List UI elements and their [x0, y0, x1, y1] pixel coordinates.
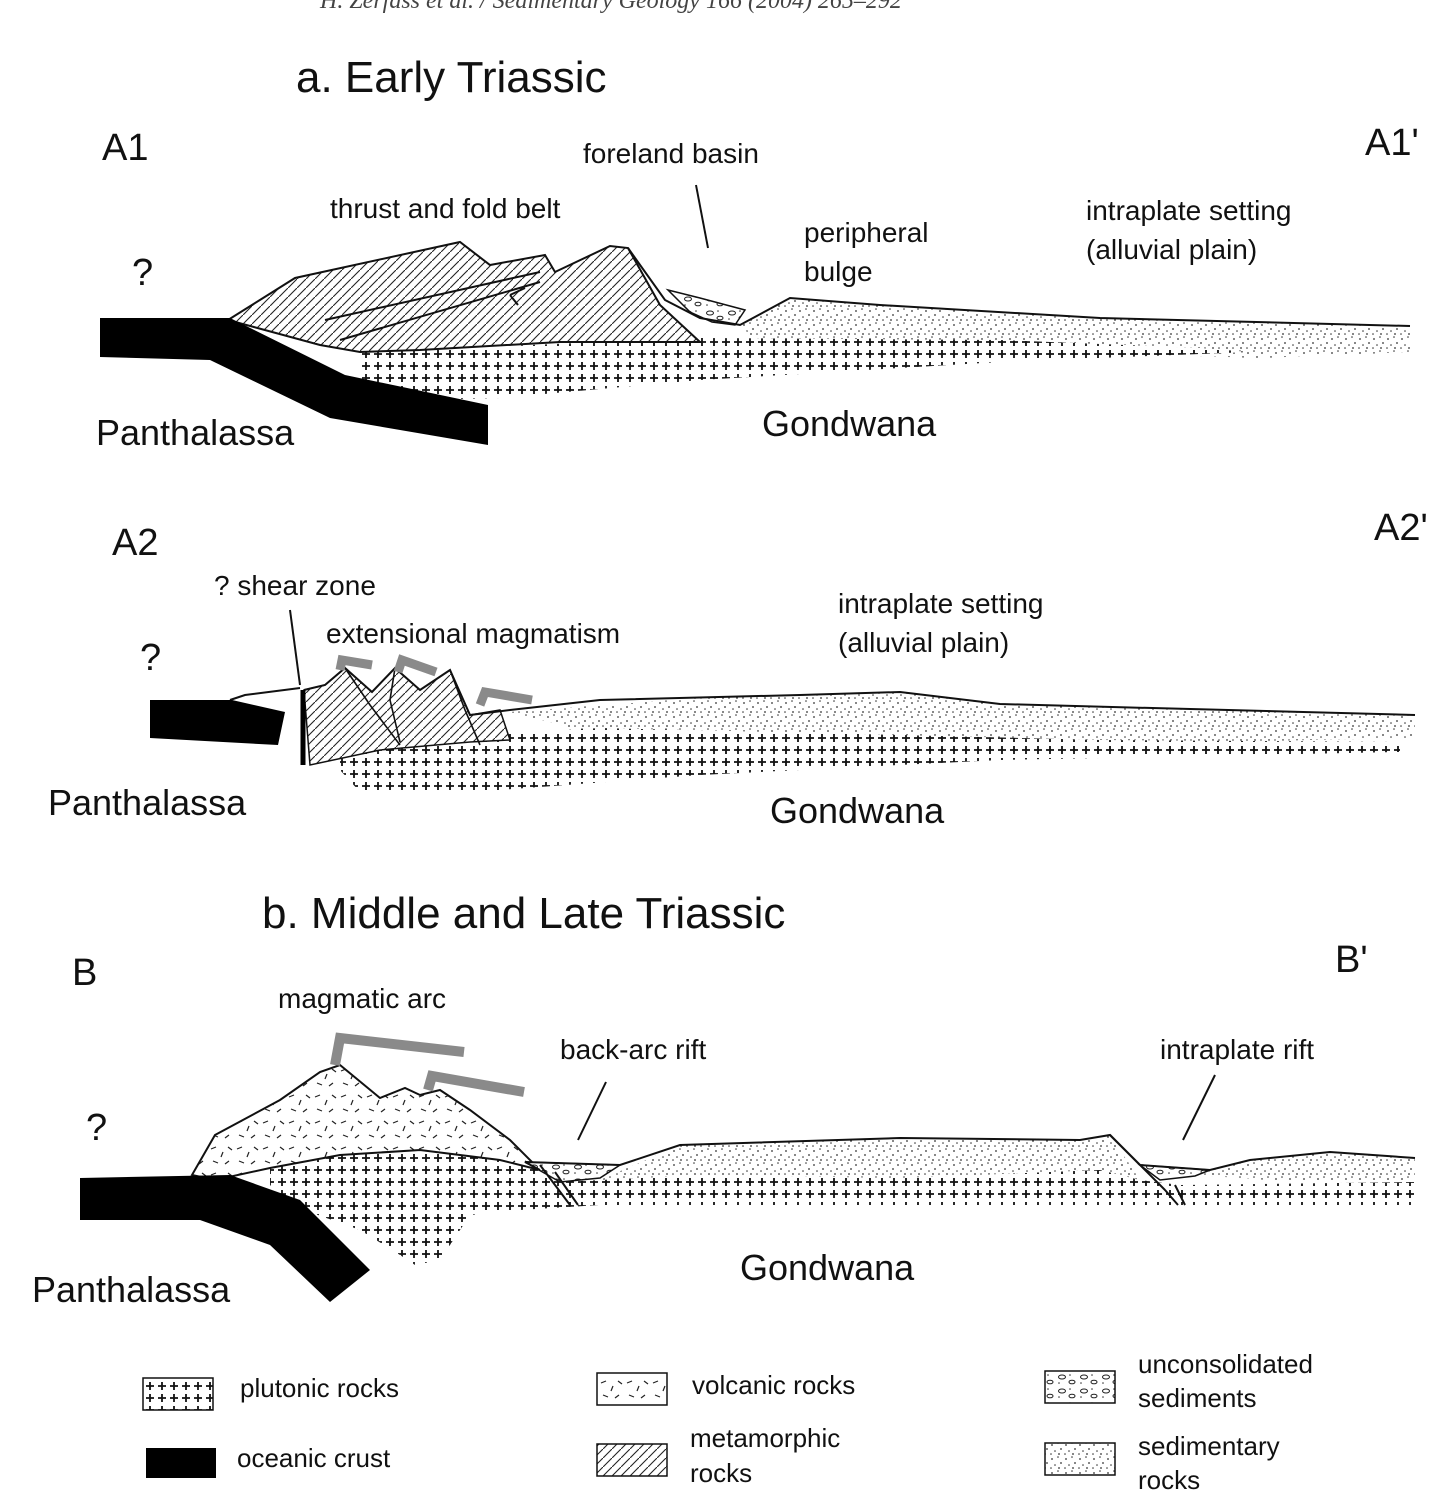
- section-a2: A2 A2' ? ? shear zone extensional magmat…: [48, 507, 1428, 831]
- b-backarc-label: back-arc rift: [560, 1034, 706, 1065]
- legend-swatch-oceanic: [146, 1448, 216, 1478]
- running-header: H. Zerfass et al. / Sedimentary Geology …: [319, 0, 902, 14]
- a2-volcanic-vent: [393, 654, 438, 677]
- b-continent-label: Gondwana: [740, 1247, 915, 1288]
- a2-oceanic-crust: [150, 700, 285, 745]
- b-plutonic-rocks: [270, 1145, 1415, 1265]
- a1-thrust-fault: [339, 281, 541, 341]
- a1-metamorphic-belt: [225, 240, 703, 354]
- a2-shear-leader: [289, 609, 301, 686]
- a1-bulge-label-2: bulge: [804, 256, 873, 287]
- a2-left-end-label: A2: [112, 522, 158, 564]
- b-ocean-label: Panthalassa: [32, 1269, 231, 1310]
- a1-intraplate-label-1: intraplate setting: [1086, 195, 1291, 226]
- legend: plutonic rocks oceanic crust volcanic ro…: [142, 1349, 1313, 1495]
- b-arc-label: magmatic arc: [278, 983, 446, 1014]
- a2-right-end-label: A2': [1374, 507, 1428, 549]
- a1-intraplate-label-2: (alluvial plain): [1086, 234, 1257, 265]
- a1-surface-line: [627, 247, 1411, 327]
- a2-intraplate-label-1: intraplate setting: [838, 588, 1043, 619]
- panel-a-title: a. Early Triassic: [296, 53, 607, 102]
- b-surface-line: [524, 1133, 1416, 1172]
- a1-thrust-label: thrust and fold belt: [330, 193, 561, 224]
- legend-label-unconsolidated-2: sediments: [1138, 1383, 1257, 1413]
- legend-label-oceanic: oceanic crust: [237, 1443, 391, 1473]
- b-normal-fault: [539, 1134, 1186, 1206]
- section-a1: A1 A1' ? thrust and fold belt foreland b…: [96, 122, 1419, 453]
- a1-ocean-label: Panthalassa: [96, 412, 295, 453]
- legend-swatch-unconsolidated: [1044, 1370, 1116, 1404]
- b-sedimentary-rocks-right: [1195, 1152, 1415, 1182]
- legend-label-unconsolidated-1: unconsolidated: [1138, 1349, 1313, 1379]
- legend-label-plutonic: plutonic rocks: [240, 1373, 399, 1403]
- a2-extensional-label: extensional magmatism: [326, 618, 620, 649]
- legend-label-sedimentary-2: rocks: [1138, 1465, 1200, 1495]
- legend-label-volcanic: volcanic rocks: [692, 1370, 855, 1400]
- a1-foreland-leader: [695, 184, 709, 249]
- legend-swatch-metamorphic: [596, 1443, 668, 1477]
- a2-volcanic-vent: [475, 686, 533, 707]
- a1-continent-label: Gondwana: [762, 403, 937, 444]
- a1-plutonic-rocks: [360, 338, 1250, 400]
- a2-plutonic-rocks: [340, 728, 1400, 792]
- b-volcanic-vent: [330, 1032, 465, 1066]
- panel-b-title: b. Middle and Late Triassic: [262, 889, 785, 938]
- a1-bulge-label-1: peripheral: [804, 217, 929, 248]
- a2-shear-label: ? shear zone: [214, 570, 376, 601]
- a2-intraplate-label-2: (alluvial plain): [838, 627, 1009, 658]
- a1-oceanic-crust: [100, 318, 488, 445]
- a1-left-end-label: A1: [102, 127, 148, 169]
- b-oceanic-crust: [80, 1175, 370, 1302]
- legend-label-sedimentary-1: sedimentary: [1138, 1431, 1280, 1461]
- a1-thrust-fault: [324, 271, 541, 321]
- legend-label-metamorphic-2: rocks: [690, 1458, 752, 1488]
- a1-foreland-label: foreland basin: [583, 138, 759, 169]
- a2-volcanic-vent: [335, 654, 373, 671]
- b-intraplate-leader: [1182, 1074, 1216, 1141]
- legend-swatch-volcanic: [596, 1372, 668, 1406]
- a2-ocean-label: Panthalassa: [48, 782, 247, 823]
- b-right-end-label: B': [1335, 939, 1368, 981]
- a2-continent-label: Gondwana: [770, 790, 945, 831]
- a2-question-mark: ?: [140, 637, 161, 679]
- a2-surface-line: [229, 666, 1416, 717]
- b-left-end-label: B: [72, 952, 97, 994]
- b-volcanic-vent: [423, 1070, 525, 1097]
- a2-dyke: [344, 667, 481, 746]
- section-b: B B' ? magmatic arc back-arc rift intrap…: [32, 939, 1416, 1310]
- a1-thrust-arrow: [509, 287, 526, 306]
- b-question-mark: ?: [86, 1107, 107, 1149]
- b-volcanic-arc: [190, 1063, 544, 1182]
- a1-question-mark: ?: [132, 252, 153, 294]
- legend-label-metamorphic-1: metamorphic: [690, 1423, 840, 1453]
- b-sedimentary-rocks: [600, 1135, 1140, 1182]
- legend-swatch-sedimentary: [1044, 1442, 1116, 1476]
- legend-swatch-plutonic: [142, 1377, 214, 1411]
- a2-sedimentary-rocks: [510, 692, 1415, 742]
- b-intraplate-rift-label: intraplate rift: [1160, 1034, 1314, 1065]
- b-backarc-leader: [577, 1081, 607, 1141]
- a1-right-end-label: A1': [1365, 122, 1419, 164]
